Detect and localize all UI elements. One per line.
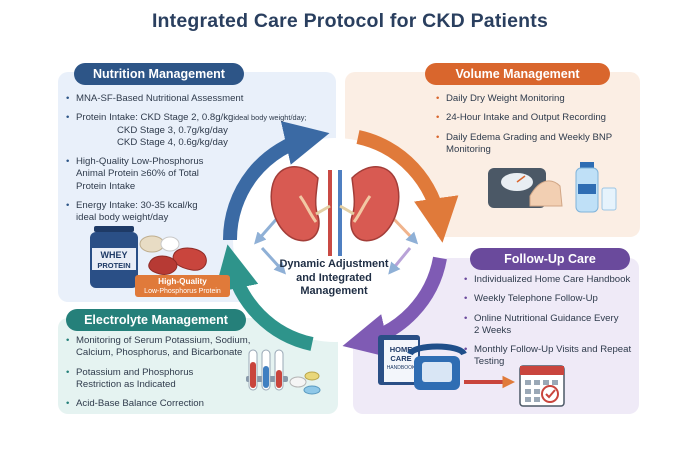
list-item: Daily Dry Weight Monitoring bbox=[436, 93, 636, 106]
list-item: Energy Intake: 30-35 kcal/kg ideal body … bbox=[66, 200, 334, 225]
followup-item-2: Weekly Telephone Follow-Up bbox=[474, 293, 598, 305]
center-label: Dynamic Adjustment and Integrated Manage… bbox=[266, 258, 402, 299]
calendar-icon bbox=[519, 365, 565, 407]
arrow-followup bbox=[342, 256, 447, 358]
followup-item-1: Individualized Home Care Handbook bbox=[474, 274, 631, 285]
nutrition-protein-line1: Protein Intake: CKD Stage 2, 0.8g/kgidea… bbox=[76, 112, 307, 124]
followup-item-4-line1: Monthly Follow-Up Visits and Repeat bbox=[474, 344, 632, 356]
center-line2: and Integrated bbox=[296, 271, 372, 284]
tag-line2: Low-Phosphorus Protein bbox=[144, 288, 221, 295]
book-line3: HANDBOOK bbox=[387, 365, 416, 371]
followup-item-3-line1: Online Nutritional Guidance Every bbox=[474, 312, 619, 324]
volume-item-3-line1: Daily Edema Grading and Weekly BNP bbox=[446, 131, 613, 143]
list-item: High-Quality Low-Phosphorus Animal Prote… bbox=[66, 156, 334, 193]
volume-heading: Volume Management bbox=[425, 63, 610, 85]
nutrition-protein-line2: CKD Stage 3, 0.7g/kg/day bbox=[117, 124, 228, 136]
list-item: Monitoring of Serum Potassium, Sodium, C… bbox=[66, 335, 262, 360]
volume-item-3-line2: Monitoring bbox=[446, 143, 491, 155]
followup-heading: Follow-Up Care bbox=[470, 248, 630, 270]
list-item: 24-Hour Intake and Output Recording bbox=[436, 112, 636, 125]
nutrition-item-3-line3: Protein Intake bbox=[76, 180, 136, 192]
nutrition-item-1: MNA-SF-Based Nutritional Assessment bbox=[76, 93, 244, 104]
electrolyte-item-1-line1: Monitoring of Serum Potassium, Sodium, bbox=[76, 335, 251, 346]
nutrition-item-3-line2: Animal Protein ≥60% of Total bbox=[76, 168, 199, 180]
list-item: Potassium and Phosphorus Restriction as … bbox=[66, 367, 262, 392]
book-line2: CARE bbox=[390, 354, 411, 363]
list-item: Monthly Follow-Up Visits and Repeat Test… bbox=[464, 344, 636, 369]
list-item: Acid-Base Balance Correction bbox=[66, 398, 262, 411]
followup-list: Individualized Home Care Handbook Weekly… bbox=[464, 274, 636, 369]
nutrition-list: MNA-SF-Based Nutritional Assessment Prot… bbox=[66, 93, 334, 225]
volume-list: Daily Dry Weight Monitoring 24-Hour Inta… bbox=[436, 93, 636, 156]
center-line3: Management bbox=[300, 285, 368, 297]
followup-item-3-line2: 2 Weeks bbox=[474, 324, 512, 336]
list-item: MNA-SF-Based Nutritional Assessment bbox=[66, 93, 334, 106]
handbook-icon: HOME CARE HANDBOOK bbox=[378, 335, 420, 385]
nutrition-item-4-line2: ideal body weight/day bbox=[76, 212, 169, 224]
volume-item-2: 24-Hour Intake and Output Recording bbox=[446, 112, 606, 124]
water-bottle-icon bbox=[575, 162, 617, 213]
nutrition-item-4-line1: Energy Intake: 30-35 kcal/kg bbox=[76, 200, 198, 212]
list-item: Protein Intake: CKD Stage 2, 0.8g/kgidea… bbox=[66, 112, 334, 149]
telephone-icon bbox=[407, 343, 467, 390]
nutrition-heading: Nutrition Management bbox=[74, 63, 244, 85]
electrolyte-list: Monitoring of Serum Potassium, Sodium, C… bbox=[66, 335, 262, 411]
tag-line1: High-Quality bbox=[158, 277, 207, 286]
list-item: Weekly Telephone Follow-Up bbox=[464, 293, 636, 306]
jar-label-protein: PROTEIN bbox=[97, 261, 130, 270]
electrolyte-item-1-line2: Calcium, Phosphorus, and Bicarbonate bbox=[76, 347, 243, 359]
electrolyte-item-2-line1: Potassium and Phosphorus bbox=[76, 366, 194, 378]
high-quality-protein-tag: High-Quality Low-Phosphorus Protein bbox=[135, 275, 230, 297]
list-item: Individualized Home Care Handbook bbox=[464, 274, 636, 287]
electrolyte-item-3: Acid-Base Balance Correction bbox=[76, 398, 204, 410]
scale-icon bbox=[488, 168, 563, 208]
pills-icon bbox=[289, 371, 321, 395]
page-title: Integrated Care Protocol for CKD Patient… bbox=[151, 10, 549, 32]
book-line1: HOME bbox=[390, 345, 413, 354]
electrolyte-item-2-line2: Restriction as Indicated bbox=[76, 378, 176, 390]
electrolyte-heading: Electrolyte Management bbox=[66, 309, 246, 331]
arrow-volume bbox=[356, 130, 459, 243]
center-line1: Dynamic Adjustment bbox=[279, 258, 389, 270]
volume-item-1: Daily Dry Weight Monitoring bbox=[446, 93, 565, 104]
followup-item-4-line2: Testing bbox=[474, 356, 505, 368]
arrow-electrolyte bbox=[214, 244, 314, 351]
list-item: Daily Edema Grading and Weekly BNP Monit… bbox=[436, 132, 636, 157]
jar-label-whey: WHEY bbox=[101, 250, 128, 260]
list-item: Online Nutritional Guidance Every 2 Week… bbox=[464, 313, 636, 338]
meat-icon bbox=[139, 235, 207, 275]
whey-protein-jar-icon: WHEY PROTEIN bbox=[90, 226, 138, 288]
nutrition-protein-line3: CKD Stage 4, 0.6g/kg/day bbox=[117, 136, 228, 148]
nutrition-item-3-line1: High-Quality Low-Phosphorus bbox=[76, 156, 204, 168]
